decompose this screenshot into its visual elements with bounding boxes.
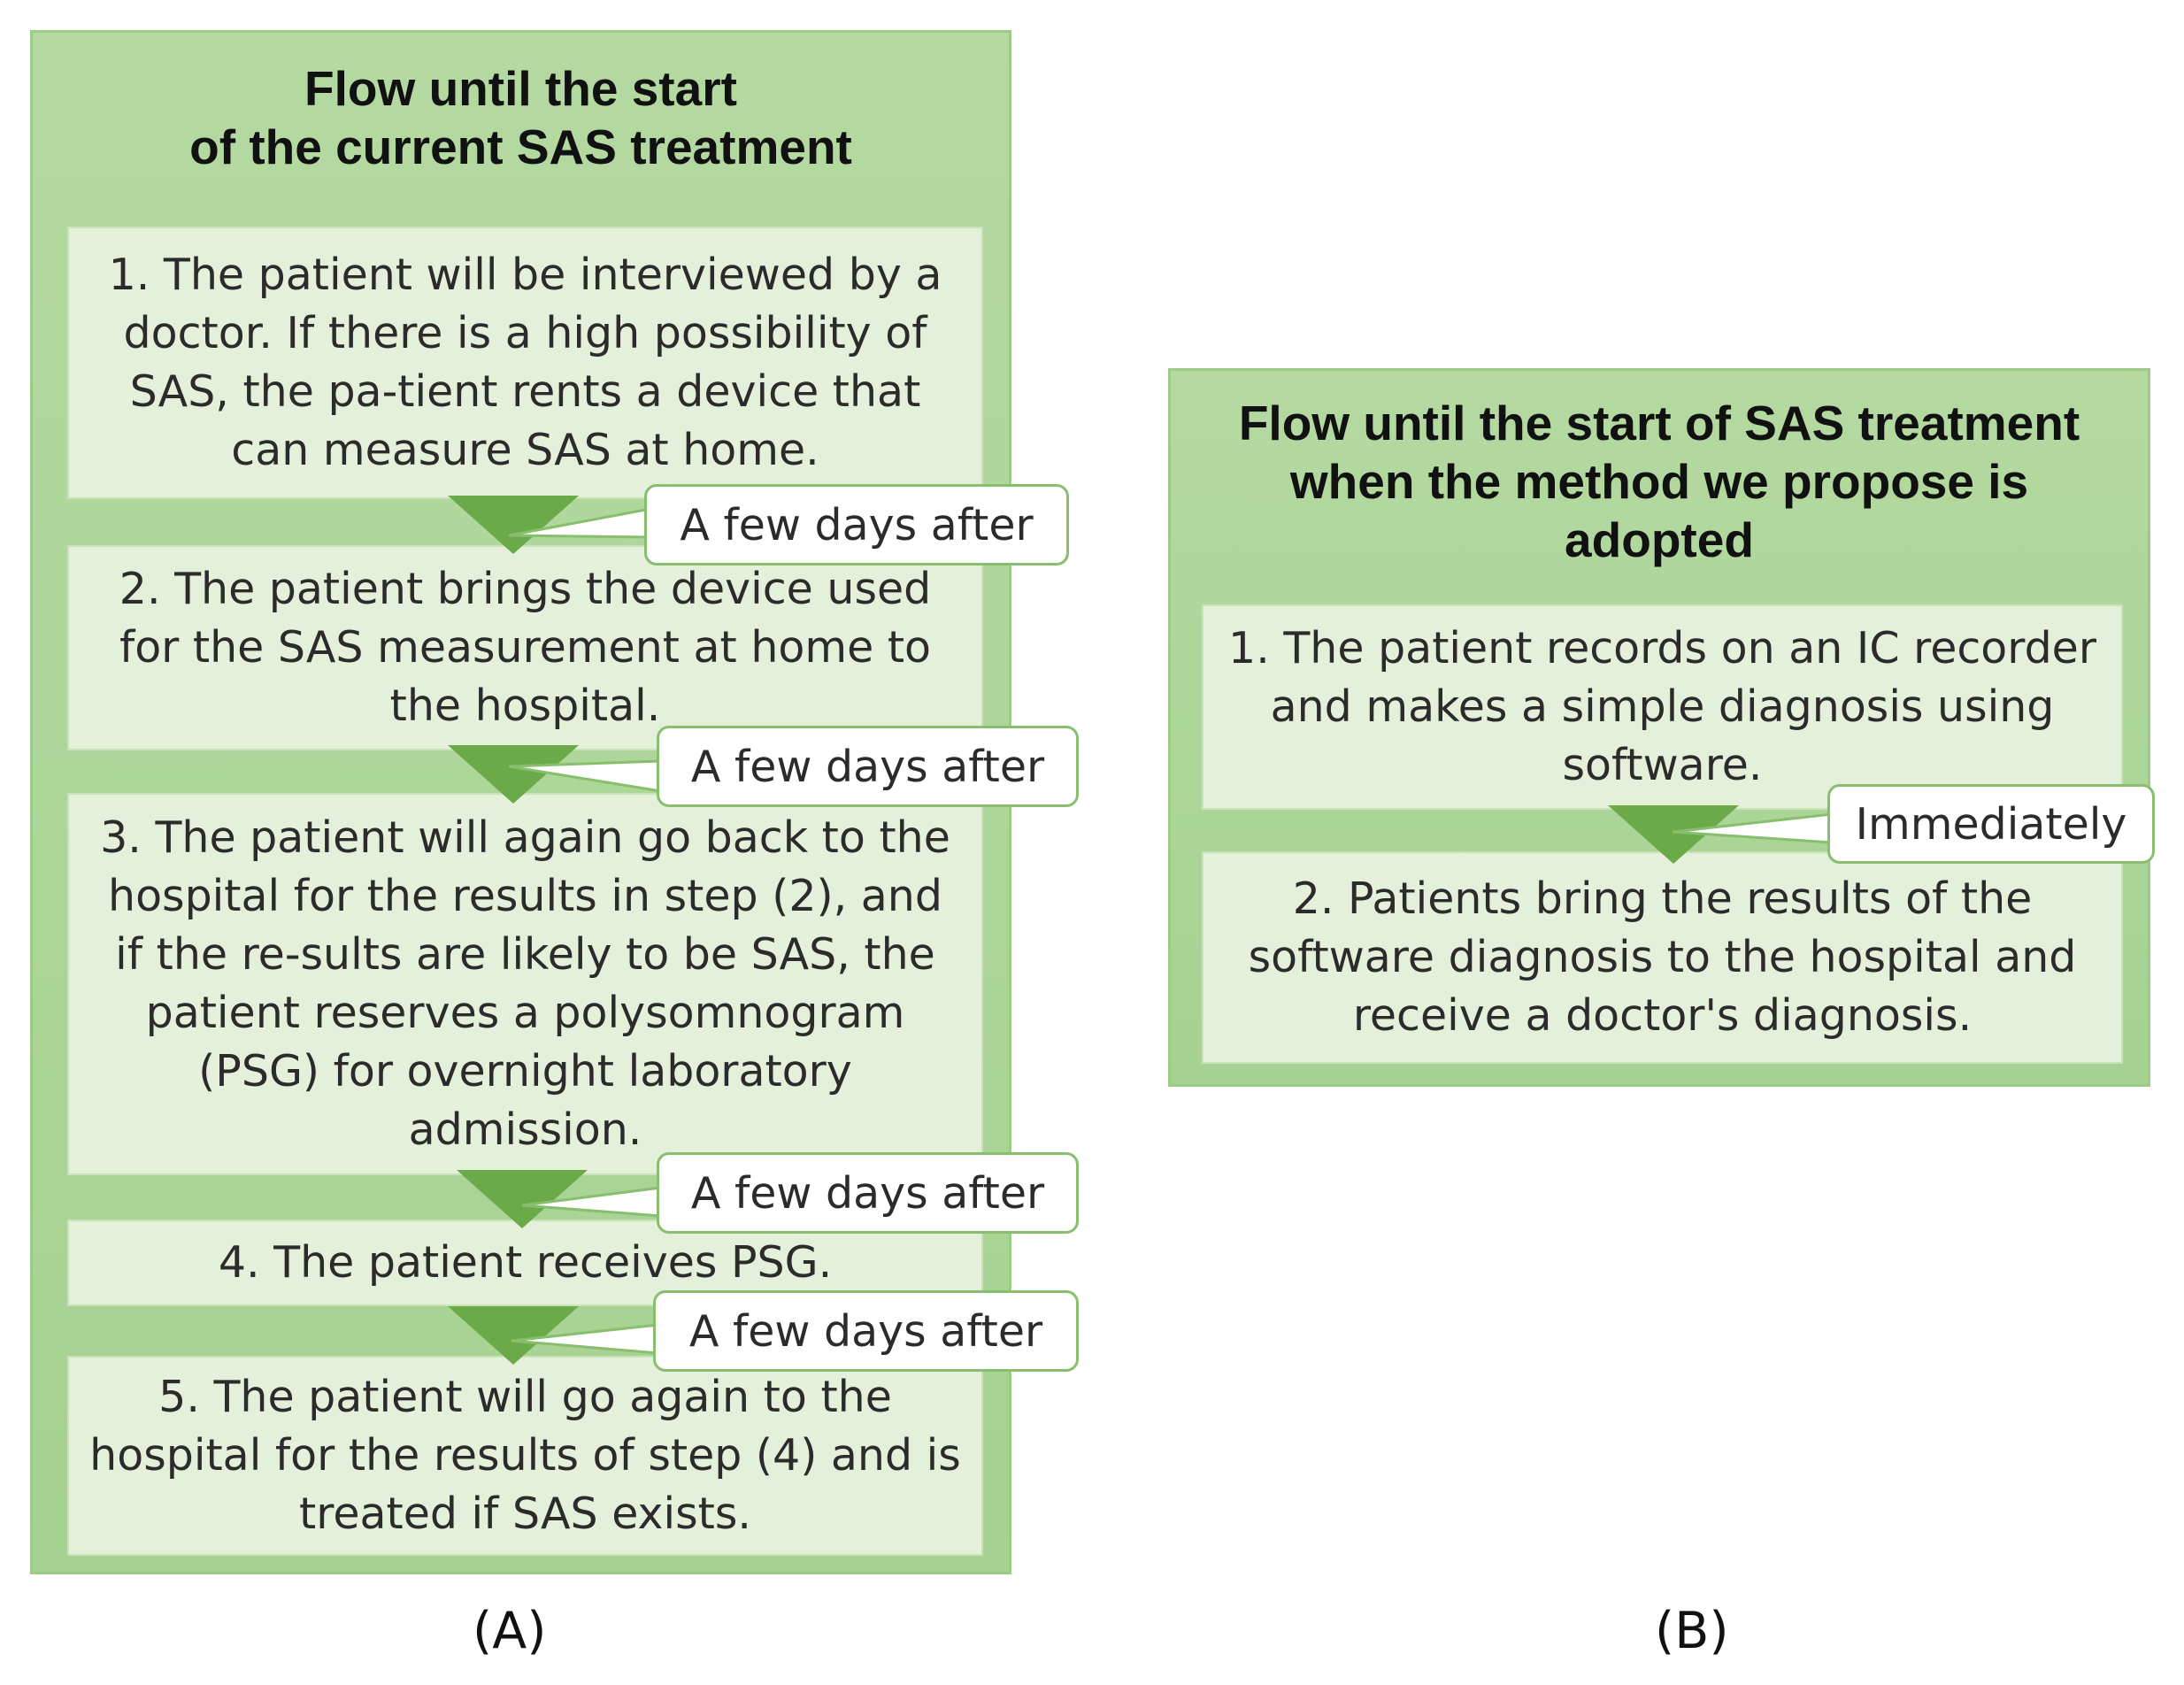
down-arrow-icon [448, 745, 579, 804]
callout-pointer [511, 1323, 660, 1355]
down-arrow-icon [457, 1170, 588, 1228]
proposed-flow-title-line1: Flow until the start of SAS treatment [1238, 396, 2080, 450]
proposed-step-1: 1. The patient records on an IC recorder… [1202, 604, 2123, 810]
current-step-5: 5. The patient will go again to the hosp… [67, 1356, 983, 1556]
transition-label-immediately: Immediately [1827, 784, 2155, 864]
proposed-step-2: 2. Patients bring the results of the sof… [1202, 851, 2123, 1064]
down-arrow-icon [448, 496, 579, 554]
panel-label-a: (A) [473, 1602, 547, 1660]
current-step-2: 2. The patient brings the device used fo… [67, 545, 983, 750]
proposed-flow-title-line3: adopted [1565, 512, 1754, 567]
callout-pointer [1672, 812, 1834, 844]
down-arrow-icon [448, 1306, 579, 1365]
transition-label-4: A few days after [653, 1290, 1079, 1372]
current-flow-title-line1: Flow until the start [304, 61, 737, 116]
transition-label-2: A few days after [657, 726, 1079, 807]
current-flow-title: Flow until the start of the current SAS … [33, 59, 1009, 176]
proposed-flow-title-line2: when the method we propose is [1289, 454, 2029, 509]
current-flow-title-line2: of the current SAS treatment [189, 119, 852, 174]
transition-label-3: A few days after [657, 1152, 1079, 1234]
callout-pointer [508, 759, 663, 793]
transition-label-1: A few days after [644, 484, 1069, 566]
callout-pointer [521, 1186, 663, 1218]
proposed-flow-title: Flow until the start of SAS treatment wh… [1171, 394, 2148, 569]
down-arrow-icon [1608, 805, 1739, 864]
callout-pointer [508, 507, 652, 539]
panel-label-b: (B) [1655, 1602, 1729, 1660]
current-step-1: 1. The patient will be interviewed by a … [67, 227, 983, 499]
current-step-3: 3. The patient will again go back to the… [67, 793, 983, 1175]
